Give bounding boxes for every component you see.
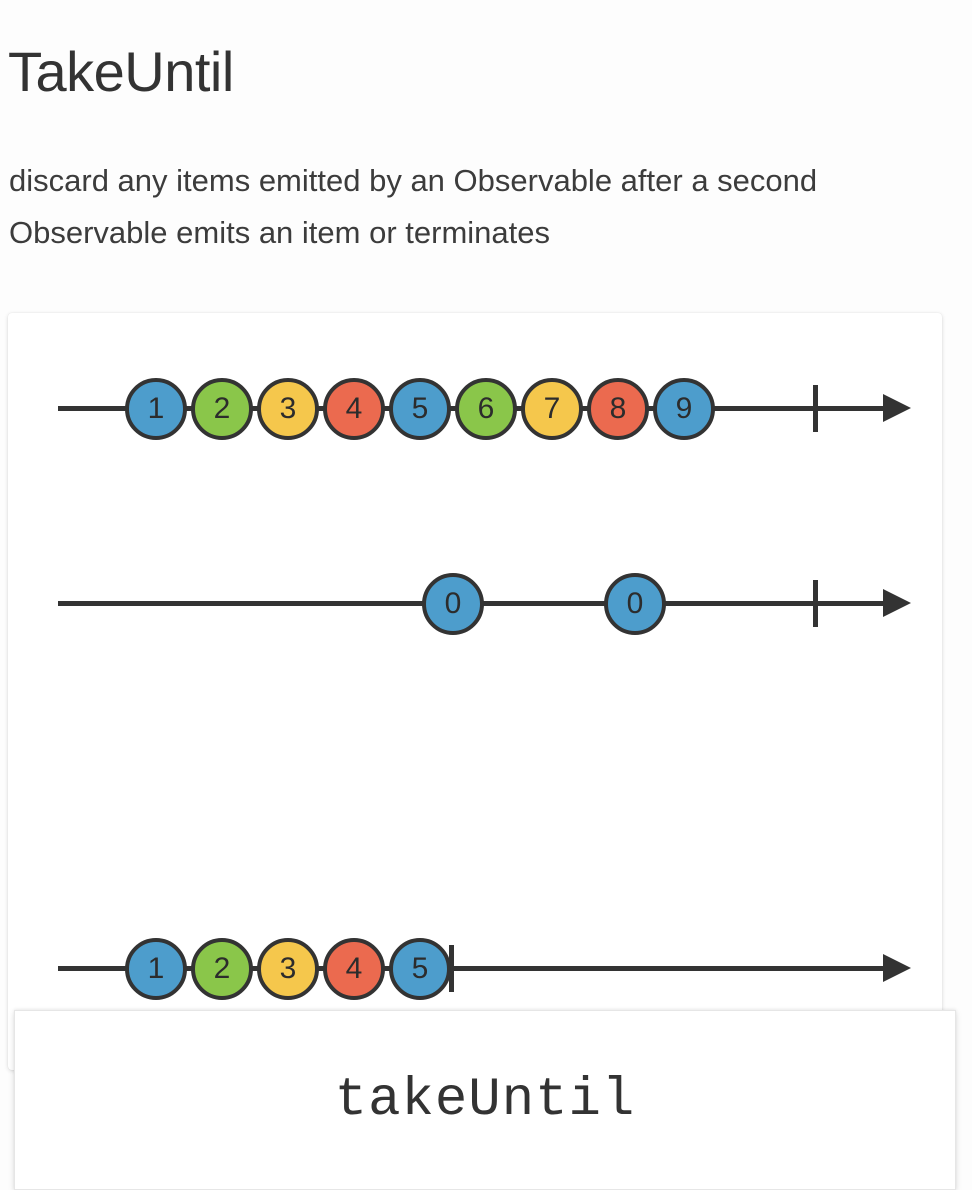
completion-bar-icon — [813, 580, 818, 627]
marble-item[interactable]: 4 — [323, 378, 385, 440]
marble-item[interactable]: 0 — [604, 573, 666, 635]
timeline-arrow-icon — [883, 589, 911, 617]
marble-item[interactable]: 0 — [422, 573, 484, 635]
completion-bar-icon — [813, 385, 818, 432]
marble-item[interactable]: 1 — [125, 378, 187, 440]
operator-label: takeUntil — [334, 1069, 636, 1131]
marble-item[interactable]: 7 — [521, 378, 583, 440]
marble-item[interactable]: 3 — [257, 378, 319, 440]
timeline-arrow-icon — [883, 954, 911, 982]
marble-item[interactable]: 1 — [125, 938, 187, 1000]
timeline-axis — [58, 966, 885, 971]
marble-item[interactable]: 6 — [455, 378, 517, 440]
marble-item[interactable]: 2 — [191, 938, 253, 1000]
marble-item[interactable]: 8 — [587, 378, 649, 440]
completion-bar-icon — [449, 945, 454, 992]
marble-item[interactable]: 3 — [257, 938, 319, 1000]
page-description: discard any items emitted by an Observab… — [9, 163, 818, 250]
marble-item[interactable]: 5 — [389, 378, 451, 440]
timeline-arrow-icon — [883, 394, 911, 422]
marble-item[interactable]: 9 — [653, 378, 715, 440]
marble-item[interactable]: 2 — [191, 378, 253, 440]
marble-item[interactable]: 4 — [323, 938, 385, 1000]
page-title: TakeUntil — [8, 39, 234, 103]
operator-box: takeUntil — [14, 1010, 956, 1190]
marble-item[interactable]: 5 — [389, 938, 451, 1000]
